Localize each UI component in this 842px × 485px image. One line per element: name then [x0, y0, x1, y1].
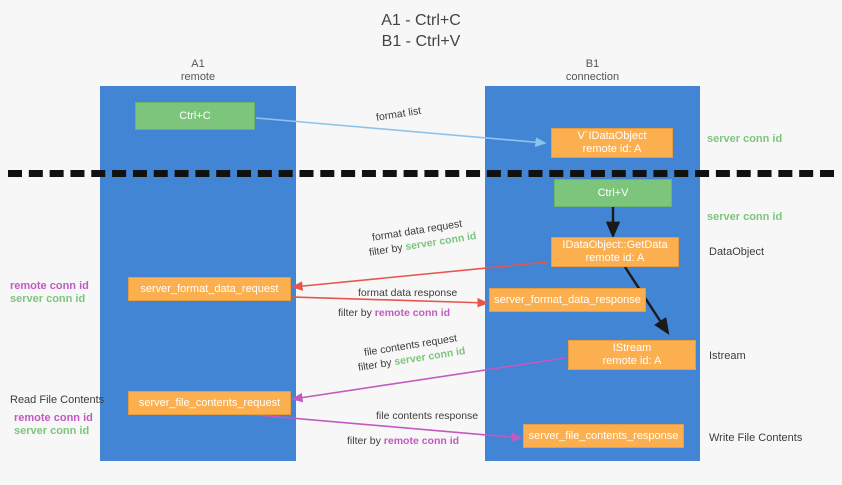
box-istream-line-2: remote id: A — [602, 355, 662, 367]
column-header-a1: A1 remote — [100, 58, 296, 84]
filter-prefix: filter by — [357, 356, 393, 374]
filter-prefix: filter by — [368, 241, 404, 259]
box-server-file-contents-request-label: server_file_contents_request — [138, 396, 281, 409]
column-header-a1-name: A1 — [191, 58, 205, 70]
edge-label-format-data-response: format data response — [358, 287, 458, 299]
box-getdata-line-2: remote id: A — [585, 252, 645, 264]
box-ctrl-v[interactable]: Ctrl+V — [554, 179, 672, 207]
filter-value-remote-conn-id: remote conn id — [374, 307, 451, 319]
page-title: A1 - Ctrl+C B1 - Ctrl+V — [0, 10, 842, 52]
label-remote-conn-id-upper: remote conn id — [10, 280, 89, 292]
edge-label-file-contents-response-filter: filter by remote conn id — [347, 434, 459, 448]
edge-label-format-list: format list — [375, 104, 422, 124]
label-remote-conn-id-lower: remote conn id — [14, 412, 93, 424]
box-server-format-data-response-label: server_format_data_response — [494, 293, 641, 306]
label-server-conn-id-second: server conn id — [707, 211, 783, 223]
box-server-format-data-request[interactable]: server_format_data_request — [128, 277, 291, 301]
edge-label-file-contents-response: file contents response — [376, 410, 479, 422]
box-ctrl-v-label: Ctrl+V — [597, 186, 629, 199]
filter-value-remote-conn-id: remote conn id — [383, 435, 460, 447]
filter-prefix: filter by — [347, 435, 381, 447]
column-header-b1: B1 connection — [485, 58, 700, 84]
label-read-file-contents: Read File Contents — [10, 394, 105, 406]
label-write-file-contents: Write File Contents — [709, 432, 803, 444]
box-ctrl-c-label: Ctrl+C — [179, 109, 211, 122]
label-server-conn-id-upper: server conn id — [10, 293, 86, 305]
title-line-2: B1 - Ctrl+V — [381, 33, 461, 50]
box-server-file-contents-response[interactable]: server_file_contents_response — [523, 424, 684, 448]
box-server-file-contents-response-label: server_file_contents_response — [528, 429, 679, 442]
title-line-1: A1 - Ctrl+C — [381, 12, 461, 29]
filter-prefix: filter by — [338, 307, 372, 319]
box-getdata[interactable]: IDataObject::GetData remote id: A — [551, 237, 679, 267]
column-header-a1-role: remote — [180, 71, 216, 83]
box-idataobject-line-1: V´IDataObject — [577, 130, 647, 142]
label-istream: Istream — [709, 350, 746, 362]
box-idataobject[interactable]: V´IDataObject remote id: A — [551, 128, 673, 158]
box-istream-line-1: IStream — [612, 342, 652, 354]
label-dataobject: DataObject — [709, 246, 765, 258]
label-server-conn-id-lower: server conn id — [14, 425, 90, 437]
box-server-format-data-response[interactable]: server_format_data_response — [489, 288, 646, 312]
phase-divider — [8, 170, 834, 177]
box-idataobject-line-2: remote id: A — [582, 143, 642, 155]
label-server-conn-id-top: server conn id — [707, 133, 783, 145]
column-header-b1-role: connection — [565, 71, 620, 83]
box-getdata-line-1: IDataObject::GetData — [562, 239, 668, 251]
box-istream[interactable]: IStream remote id: A — [568, 340, 696, 370]
edge-label-format-data-response-filter: filter by remote conn id — [338, 306, 450, 320]
column-header-b1-name: B1 — [585, 58, 600, 70]
box-server-format-data-request-label: server_format_data_request — [140, 282, 279, 295]
box-server-file-contents-request[interactable]: server_file_contents_request — [128, 391, 291, 415]
box-ctrl-c[interactable]: Ctrl+C — [135, 102, 255, 130]
